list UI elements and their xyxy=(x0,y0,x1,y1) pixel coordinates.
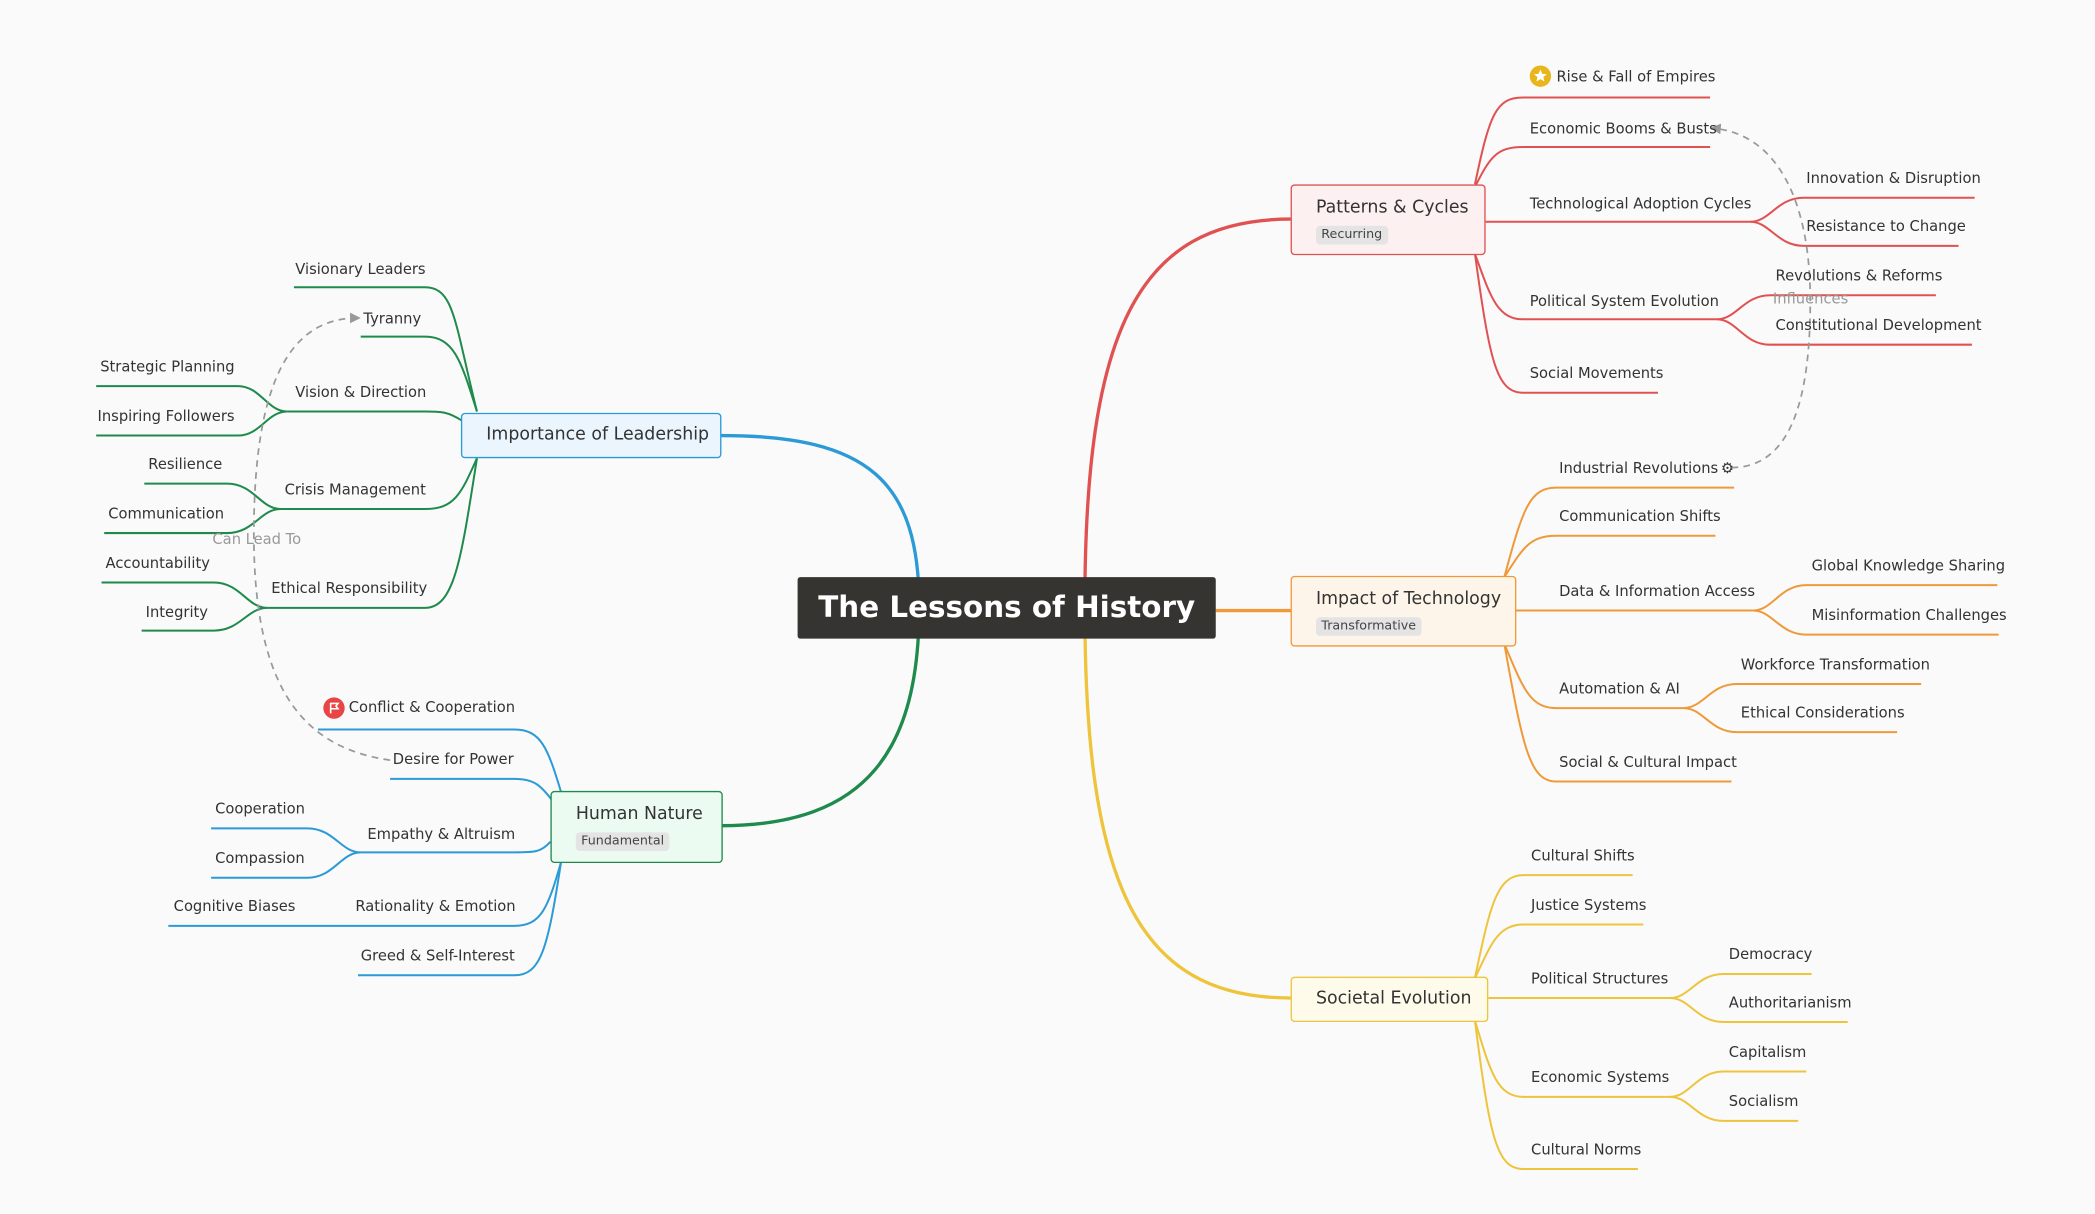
topic-social-movements[interactable]: Social Movements xyxy=(1529,364,1664,383)
topic-cultural-shifts[interactable]: Cultural Shifts xyxy=(1531,847,1635,865)
topic-strategic-planning[interactable]: Strategic Planning xyxy=(100,358,235,376)
topic-inspiring-followers[interactable]: Inspiring Followers xyxy=(97,407,235,425)
topic-political-system-evolution[interactable]: Political System Evolution xyxy=(1529,292,1719,310)
topic-resistance-to-change[interactable]: Resistance to Change xyxy=(1806,217,1966,236)
topic-vision-direction[interactable]: Vision & Direction xyxy=(295,383,427,401)
topic-crisis-management[interactable]: Crisis Management xyxy=(284,480,426,499)
topic-innovation-disruption[interactable]: Innovation & Disruption xyxy=(1806,169,1981,188)
topic-political-structures[interactable]: Political Structures xyxy=(1531,969,1669,988)
branch-patterns-label: Patterns & Cycles xyxy=(1315,197,1469,218)
central-topic[interactable]: The Lessons of History xyxy=(797,577,1216,639)
topic-global-knowledge-sharing[interactable]: Global Knowledge Sharing xyxy=(1811,557,2006,575)
topic-industrial-label: Industrial Revolutions xyxy=(1559,459,1719,477)
topic-desire-for-power[interactable]: Desire for Power xyxy=(392,750,514,769)
branch-societal-label: Societal Evolution xyxy=(1315,988,1472,1009)
topic-communication-shifts[interactable]: Communication Shifts xyxy=(1559,507,1721,526)
topic-visionary-leaders[interactable]: Visionary Leaders xyxy=(295,260,426,278)
gear-icon: ⚙ xyxy=(1720,459,1735,477)
connector-patterns xyxy=(1083,217,1291,607)
topic-ethical-considerations[interactable]: Ethical Considerations xyxy=(1740,704,1905,722)
topic-rise-fall-empires[interactable]: Rise & Fall of Empires xyxy=(1556,68,1716,86)
topic-democracy[interactable]: Democracy xyxy=(1728,945,1813,964)
human-subtree xyxy=(168,728,563,977)
connector-leadership xyxy=(721,433,921,607)
topic-accountability[interactable]: Accountability xyxy=(105,554,210,572)
topic-tyranny[interactable]: Tyranny xyxy=(363,309,422,328)
topic-tech-adoption-cycles[interactable]: Technological Adoption Cycles xyxy=(1529,195,1752,213)
branch-human-nature[interactable]: Human Nature Fundamental xyxy=(550,790,723,864)
branch-technology[interactable]: Impact of Technology Transformative xyxy=(1290,575,1517,647)
topic-cooperation[interactable]: Cooperation xyxy=(215,800,305,818)
flag-icon xyxy=(323,697,345,719)
topic-integrity[interactable]: Integrity xyxy=(145,603,208,622)
branch-societal[interactable]: Societal Evolution xyxy=(1290,976,1489,1023)
topic-economic-systems[interactable]: Economic Systems xyxy=(1531,1068,1670,1087)
central-title: The Lessons of History xyxy=(818,591,1196,625)
topic-empathy-altruism[interactable]: Empathy & Altruism xyxy=(367,825,516,844)
relation-label-influences[interactable]: Influences xyxy=(1772,289,1849,308)
topic-misinformation-challenges[interactable]: Misinformation Challenges xyxy=(1811,606,2007,624)
topic-compassion[interactable]: Compassion xyxy=(215,849,305,868)
relation-label-can-lead-to[interactable]: Can Lead To xyxy=(212,530,302,548)
topic-capitalism[interactable]: Capitalism xyxy=(1728,1043,1807,1061)
star-icon xyxy=(1529,65,1552,87)
branch-technology-label: Impact of Technology xyxy=(1315,589,1502,610)
societal-subtree xyxy=(1473,874,1848,1171)
topic-rationality-emotion[interactable]: Rationality & Emotion xyxy=(355,897,516,916)
branch-patterns[interactable]: Patterns & Cycles Recurring xyxy=(1290,184,1486,256)
topic-justice-systems[interactable]: Justice Systems xyxy=(1531,896,1647,914)
branch-human-label: Human Nature xyxy=(575,804,703,825)
technology-subtree xyxy=(1503,486,1999,783)
topic-ethical-responsibility[interactable]: Ethical Responsibility xyxy=(271,579,428,598)
topic-revolutions-reforms[interactable]: Revolutions & Reforms xyxy=(1775,267,1943,285)
relation-influences xyxy=(1710,123,1812,469)
branch-leadership[interactable]: Importance of Leadership xyxy=(460,412,722,459)
topic-workforce-transformation[interactable]: Workforce Transformation xyxy=(1740,655,1930,674)
relation-can-lead-to xyxy=(252,312,391,762)
topic-social-cultural-impact[interactable]: Social & Cultural Impact xyxy=(1559,753,1737,771)
topic-communication[interactable]: Communication xyxy=(108,505,225,523)
topic-cognitive-biases[interactable]: Cognitive Biases xyxy=(173,897,296,916)
topic-constitutional-development[interactable]: Constitutional Development xyxy=(1775,316,1982,334)
topic-automation-ai[interactable]: Automation & AI xyxy=(1559,680,1680,698)
topic-cultural-norms[interactable]: Cultural Norms xyxy=(1531,1140,1642,1159)
topic-data-information-access[interactable]: Data & Information Access xyxy=(1559,582,1756,600)
branch-leadership-label: Importance of Leadership xyxy=(486,424,710,445)
branch-patterns-tag: Recurring xyxy=(1315,225,1388,245)
topic-authoritarianism[interactable]: Authoritarianism xyxy=(1728,993,1852,1012)
topic-socialism[interactable]: Socialism xyxy=(1728,1092,1799,1111)
branch-human-tag: Fundamental xyxy=(575,832,670,852)
topic-economic-booms-busts[interactable]: Economic Booms & Busts xyxy=(1529,120,1717,138)
branch-technology-tag: Transformative xyxy=(1315,617,1422,636)
topic-conflict-cooperation[interactable]: Conflict & Cooperation xyxy=(348,698,516,717)
connector-societal xyxy=(1083,606,1291,1000)
connector-human xyxy=(721,606,921,828)
topic-industrial-revolutions[interactable]: Industrial Revolutions⚙ xyxy=(1559,460,1734,479)
topic-resilience[interactable]: Resilience xyxy=(148,455,223,473)
topic-greed-self-interest[interactable]: Greed & Self-Interest xyxy=(360,947,515,965)
patterns-subtree xyxy=(1473,96,1975,394)
